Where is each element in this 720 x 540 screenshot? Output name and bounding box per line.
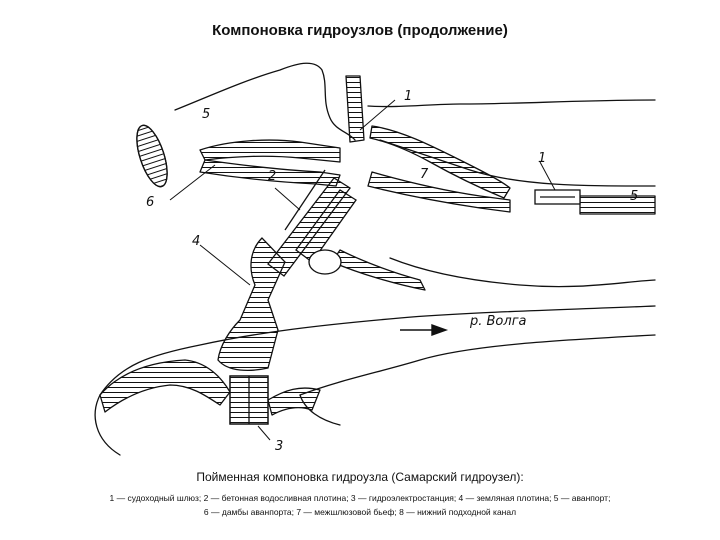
left-bank [94,394,121,456]
label-5-upper: 5 [202,107,210,122]
upper-right-shore [367,99,656,108]
legend-line-2: 6 — дамбы аванпорта; 7 — межшлюзовой бье… [203,507,517,517]
far-right-dam [579,195,656,215]
legend-line-1: 1 — судоходный шлюз; 2 — бетонная водосл… [109,493,611,503]
right-lower-arm [367,171,511,213]
upper-shoreline [99,305,656,396]
figure-legend: 1 — судоходный шлюз; 2 — бетонная водосл… [20,491,700,519]
page-title: Компоновка гидроузлов (продолжение) [212,22,508,39]
label-1-upper: 1 [404,89,412,104]
label-6: 6 [146,195,154,210]
lower-right-dam [331,249,426,291]
flow-arrow [400,324,449,336]
hydropower-station [229,375,269,425]
figure-caption: Пойменная компоновка гидроузла (Самарски… [196,470,524,484]
upper-land-outline [174,62,356,141]
navigation-lock-right [534,189,581,205]
right-upper-arm [369,125,511,199]
spillway-dam [267,177,357,277]
label-4: 4 [192,234,200,249]
river-flow-line [284,169,326,231]
avanport-dam-left [136,124,168,188]
river-label: р. Волга [469,314,527,329]
label-3: 3 [275,439,283,454]
label-5-right: 5 [630,189,638,204]
north-dam-arm [345,75,365,143]
label-2: 2 [268,169,276,184]
round-island [308,249,342,275]
lower-left-dam [99,359,231,413]
earth-dam [217,237,286,372]
right-land-outline [389,257,656,288]
lower-right-dam-shore [267,387,321,416]
upper-left-dam [199,139,341,163]
island-shoreline [299,334,656,396]
label-7: 7 [420,167,429,182]
label-1-right: 1 [538,151,546,166]
